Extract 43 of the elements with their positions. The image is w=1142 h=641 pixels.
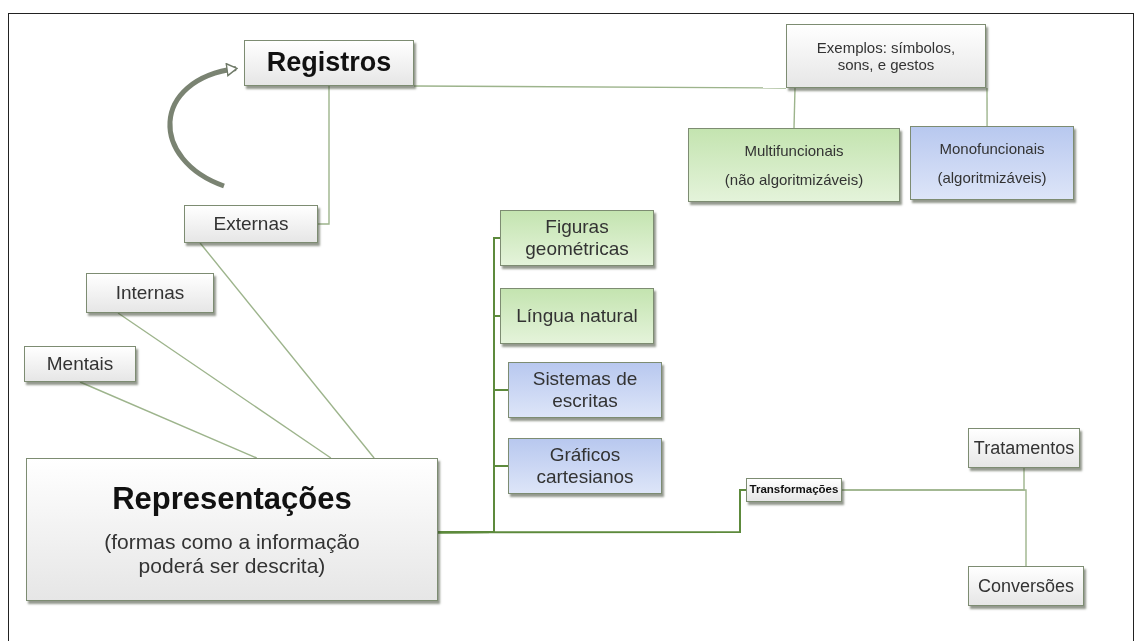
concept-box (26, 458, 438, 601)
box-title: Mentais (46, 353, 114, 375)
box-title: Multifuncionais (744, 141, 844, 159)
box-title: Monofuncionais (939, 139, 1045, 157)
box-subtitle: (não algoritmizáveis) (724, 171, 864, 189)
concept-box (968, 428, 1080, 468)
concept-box (184, 205, 318, 243)
connector-line (437, 489, 747, 534)
connector-line (117, 312, 332, 459)
concept-box (508, 362, 662, 418)
concept-box (786, 24, 986, 88)
box-title: Representações (112, 480, 352, 517)
concept-box (910, 126, 1074, 200)
box-title: Conversões (977, 575, 1074, 597)
connector-line (317, 85, 330, 225)
box-title: Exemplos: símbolos, sons, e gestos (815, 38, 957, 74)
box-title: Externas (213, 213, 289, 235)
connector-line (841, 489, 1027, 567)
connector-line (413, 85, 787, 89)
concept-box (688, 128, 900, 202)
box-title: Internas (115, 282, 185, 304)
connector-line (986, 87, 988, 127)
concept-box (86, 273, 214, 313)
box-title: Gráficos cartesianos (535, 444, 635, 488)
concept-box (508, 438, 662, 494)
concept-box (500, 288, 654, 344)
connector-line (793, 87, 796, 129)
box-subtitle: (algoritmizáveis) (937, 169, 1047, 187)
concept-box (968, 566, 1084, 606)
concept-box (500, 210, 654, 266)
connector-line (199, 242, 375, 459)
box-title: Transformações (749, 483, 839, 497)
box-title: Figuras geométricas (524, 216, 630, 260)
box-subtitle: (formas como a informação poderá ser descrita) (103, 530, 361, 579)
curved-arrow (167, 63, 238, 189)
concept-box (746, 478, 842, 502)
box-title: Sistemas de escritas (531, 368, 639, 412)
box-title: Tratamentos (973, 437, 1075, 459)
concept-box (244, 40, 414, 86)
connector-line (79, 381, 258, 459)
box-title: Registros (266, 47, 392, 79)
concept-box (24, 346, 136, 382)
box-title: Língua natural (516, 305, 638, 327)
